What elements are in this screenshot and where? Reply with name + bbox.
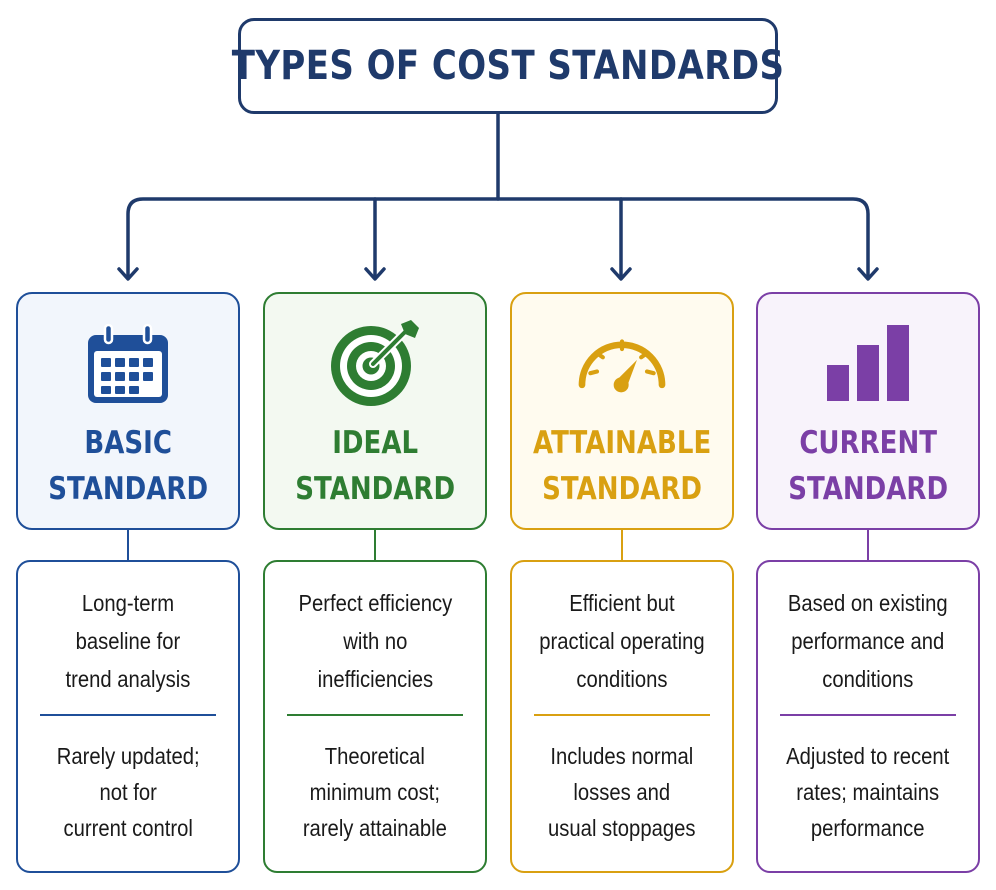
attainable-standard-title: ATTAINABLE STANDARD — [532, 425, 712, 507]
current-standard-title: CURRENT STANDARD — [788, 425, 948, 507]
basic-description: Long-term baseline for trend analysis — [65, 590, 191, 692]
current-standard-details: Based on existing performance and condit… — [756, 560, 980, 873]
ideal-divider — [287, 714, 463, 716]
ideal-note: Theoretical minimum cost; rarely attaina… — [302, 743, 448, 841]
arrow-attainable — [610, 267, 632, 281]
basic-divider — [40, 714, 216, 716]
attainable-divider — [534, 714, 710, 716]
arrow-basic — [117, 267, 139, 281]
basic-standard-details: Long-term baseline for trend analysis Ra… — [16, 560, 240, 873]
basic-connector-stem — [127, 530, 129, 560]
bar-chart-icon — [818, 314, 918, 414]
current-description: Based on existing performance and condit… — [788, 590, 948, 692]
ideal-description: Perfect efficiency with no inefficiencie… — [298, 590, 452, 692]
title-box: TYPES OF COST STANDARDS — [232, 18, 784, 114]
current-divider — [780, 714, 956, 716]
attainable-standard-details: Efficient but practical operating condit… — [510, 560, 734, 873]
column-attainable-standard: ATTAINABLE STANDARD Efficient but practi… — [510, 292, 734, 873]
attainable-standard-card: ATTAINABLE STANDARD — [510, 292, 734, 530]
basic-standard-title: BASIC STANDARD — [48, 425, 208, 507]
ideal-standard-card: IDEAL STANDARD — [263, 292, 487, 530]
gauge-icon — [572, 314, 672, 414]
ideal-standard-details: Perfect efficiency with no inefficiencie… — [263, 560, 487, 873]
basic-standard-card: BASIC STANDARD — [16, 292, 240, 530]
diagram-title: TYPES OF COST STANDARDS — [231, 43, 785, 89]
basic-note: Rarely updated; not for current control — [56, 743, 200, 841]
current-standard-card: CURRENT STANDARD — [756, 292, 980, 530]
current-note: Adjusted to recent rates; maintains perf… — [786, 743, 950, 841]
column-current-standard: CURRENT STANDARD Based on existing perfo… — [756, 292, 980, 873]
arrow-current — [857, 267, 879, 281]
column-basic-standard: BASIC STANDARD Long-term baseline for tr… — [16, 292, 240, 873]
arrow-ideal — [364, 267, 386, 281]
ideal-standard-title: IDEAL STANDARD — [295, 425, 455, 507]
attainable-note: Includes normal losses and usual stoppag… — [548, 743, 696, 841]
calendar-icon — [78, 314, 178, 414]
target-icon — [325, 314, 425, 414]
column-ideal-standard: IDEAL STANDARD Perfect efficiency with n… — [263, 292, 487, 873]
ideal-connector-stem — [374, 530, 376, 560]
current-connector-stem — [867, 530, 869, 560]
attainable-description: Efficient but practical operating condit… — [539, 590, 705, 692]
attainable-connector-stem — [621, 530, 623, 560]
